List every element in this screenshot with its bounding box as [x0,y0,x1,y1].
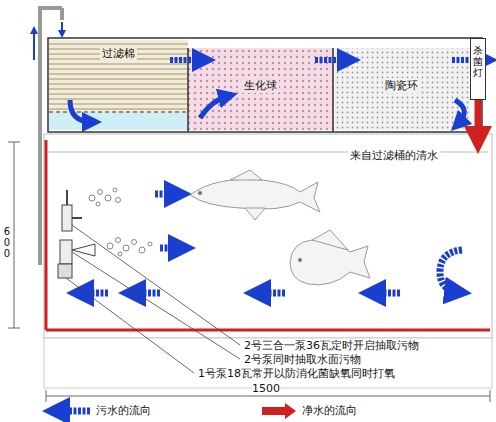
legend-red-arrow [262,403,296,419]
flow-arrow [170,57,204,63]
filter-compartment: 陶瓷环 [333,48,470,130]
callout-note: 2号三合一泵36瓦定时开启抽取污物 [244,339,419,352]
filter-compartment: 杀菌灯 [470,38,486,100]
tank-region: 来自过滤桶的清水 [48,140,490,330]
legend-text: 污水的流向 [96,404,151,417]
node-label: 生化球 [242,78,279,93]
filter-compartment: 过滤棉 [49,40,188,112]
node-label: 来自过滤桶的清水 [348,148,440,163]
node-label: 陶瓷环 [383,78,420,93]
legend-text: 净水的流向 [302,404,357,417]
callout-note: 1号泵18瓦常开以防消化菌缺氧同时打氧 [198,367,395,380]
callout-note: 2号泵同时抽取水面污物 [244,353,361,366]
dimension-label: 1500 [252,382,280,395]
node-label: 过滤棉 [100,46,137,61]
flow-arrow [315,57,349,63]
legend-blue-arrow [56,408,90,415]
filter-compartment: 生化球 [188,48,333,130]
node-label: 杀菌灯 [473,45,483,78]
flow-arrow [475,100,482,140]
dimension-label: 600 [2,226,12,259]
